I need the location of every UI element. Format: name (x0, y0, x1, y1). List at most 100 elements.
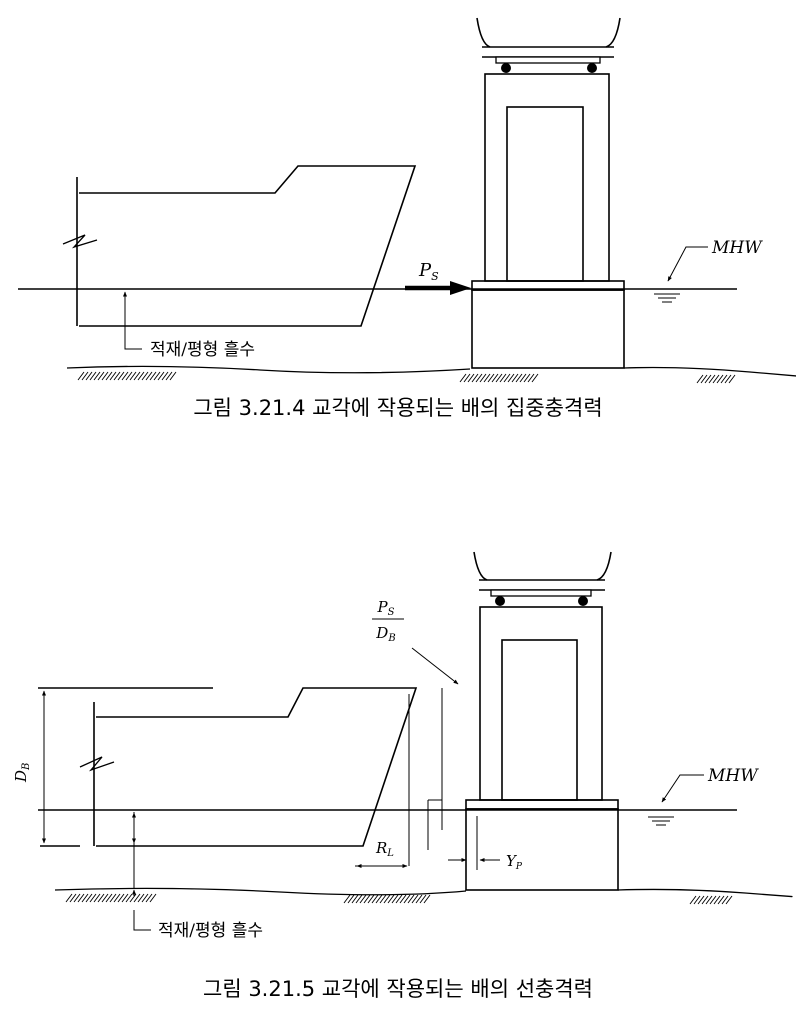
hatch-stroke (701, 895, 709, 905)
hatch-stroke (491, 373, 499, 383)
hatch-stroke (89, 371, 97, 381)
rl-dimension (355, 694, 410, 868)
figure-2: PS DB DB RL YP MHW 적재/평형 흘수 그림 3.21.5 교각… (12, 551, 793, 1001)
force-fraction-label: PS DB (372, 598, 404, 644)
hatch-stroke (716, 374, 724, 384)
hatch-stroke (125, 893, 133, 903)
hatch-stroke (708, 374, 716, 384)
hatch-stroke (379, 894, 387, 904)
hatch-stroke (689, 895, 697, 905)
hatch-stroke (720, 374, 728, 384)
hatch-stroke (109, 371, 117, 381)
hatch-stroke (693, 895, 701, 905)
distributed-force-arrows (427, 688, 443, 850)
draft-arrow-2 (132, 812, 151, 931)
hatch-stroke (77, 371, 85, 381)
ground-line-1a (66, 365, 471, 374)
hatch-stroke (709, 895, 717, 905)
ground-hatch-1 (77, 371, 736, 384)
hatch-stroke (419, 894, 427, 904)
hatch-stroke (363, 894, 371, 904)
hatch-stroke (407, 894, 415, 904)
hatch-stroke (105, 371, 113, 381)
hatch-stroke (93, 893, 101, 903)
hatch-stroke (503, 373, 511, 383)
hatch-stroke (145, 893, 153, 903)
force-label: PS (418, 260, 439, 283)
ground-line-1b (623, 366, 796, 377)
hatch-stroke (101, 371, 109, 381)
hatch-stroke (121, 371, 129, 381)
hatch-stroke (423, 894, 431, 904)
hatch-stroke (399, 894, 407, 904)
hatch-stroke (403, 894, 411, 904)
yp-label: YP (506, 852, 523, 872)
hatch-stroke (712, 374, 720, 384)
hatch-stroke (125, 371, 133, 381)
hatch-stroke (141, 371, 149, 381)
depth-label: DB (12, 763, 32, 783)
ground-hatch-2 (65, 893, 733, 905)
hatch-stroke (149, 893, 157, 903)
caption-2: 그림 3.21.5 교각에 작용되는 배의 선충격력 (203, 977, 593, 1001)
hatch-stroke (483, 373, 491, 383)
figure-1: PS MHW 적재/평형 흘수 그림 3.21.4 교각에 작용되는 배의 집중… (18, 17, 796, 420)
hatch-stroke (395, 894, 403, 904)
hatch-stroke (117, 893, 125, 903)
hatch-stroke (367, 894, 375, 904)
hatch-stroke (347, 894, 355, 904)
hatch-stroke (713, 895, 721, 905)
hatch-stroke (499, 373, 507, 383)
hatch-stroke (165, 371, 173, 381)
hatch-stroke (121, 893, 129, 903)
hatch-stroke (73, 893, 81, 903)
hatch-stroke (149, 371, 157, 381)
pier-2 (465, 606, 619, 891)
hatch-stroke (519, 373, 527, 383)
hatch-stroke (137, 371, 145, 381)
hatch-stroke (467, 373, 475, 383)
hatch-stroke (531, 373, 539, 383)
hatch-stroke (391, 894, 399, 904)
hatch-stroke (105, 893, 113, 903)
svg-text:PS: PS (377, 598, 395, 618)
bridge-girder-2 (473, 551, 612, 606)
hatch-stroke (411, 894, 419, 904)
draft-label-2: 적재/평형 흘수 (158, 921, 263, 941)
hatch-stroke (523, 373, 531, 383)
hatch-stroke (157, 371, 165, 381)
y-p-dimension (448, 816, 500, 870)
ship-1 (62, 165, 417, 327)
hatch-stroke (113, 371, 121, 381)
hatch-stroke (383, 894, 391, 904)
hatch-stroke (133, 893, 141, 903)
hatch-stroke (696, 374, 704, 384)
hatch-stroke (463, 373, 471, 383)
hatch-stroke (717, 895, 725, 905)
hatch-stroke (343, 894, 351, 904)
hatch-stroke (93, 371, 101, 381)
mhw-indicator-2 (648, 774, 704, 826)
hatch-stroke (141, 893, 149, 903)
hatch-stroke (69, 893, 77, 903)
hatch-stroke (375, 894, 383, 904)
impact-force-arrow (405, 281, 471, 295)
hatch-stroke (117, 371, 125, 381)
hatch-stroke (137, 893, 145, 903)
force-pointer (411, 647, 459, 685)
bridge-girder-1 (476, 17, 621, 73)
hatch-stroke (153, 371, 161, 381)
hatch-stroke (471, 373, 479, 383)
caption-1: 그림 3.21.4 교각에 작용되는 배의 집중충격력 (193, 396, 602, 420)
ground-line-2a (54, 887, 467, 896)
pier-1 (471, 73, 625, 369)
hatch-stroke (479, 373, 487, 383)
hatch-stroke (387, 894, 395, 904)
mhw-label-1: MHW (711, 238, 763, 258)
hatch-stroke (697, 895, 705, 905)
hatch-stroke (704, 374, 712, 384)
hatch-stroke (129, 893, 137, 903)
hatch-stroke (487, 373, 495, 383)
hatch-stroke (459, 373, 467, 383)
